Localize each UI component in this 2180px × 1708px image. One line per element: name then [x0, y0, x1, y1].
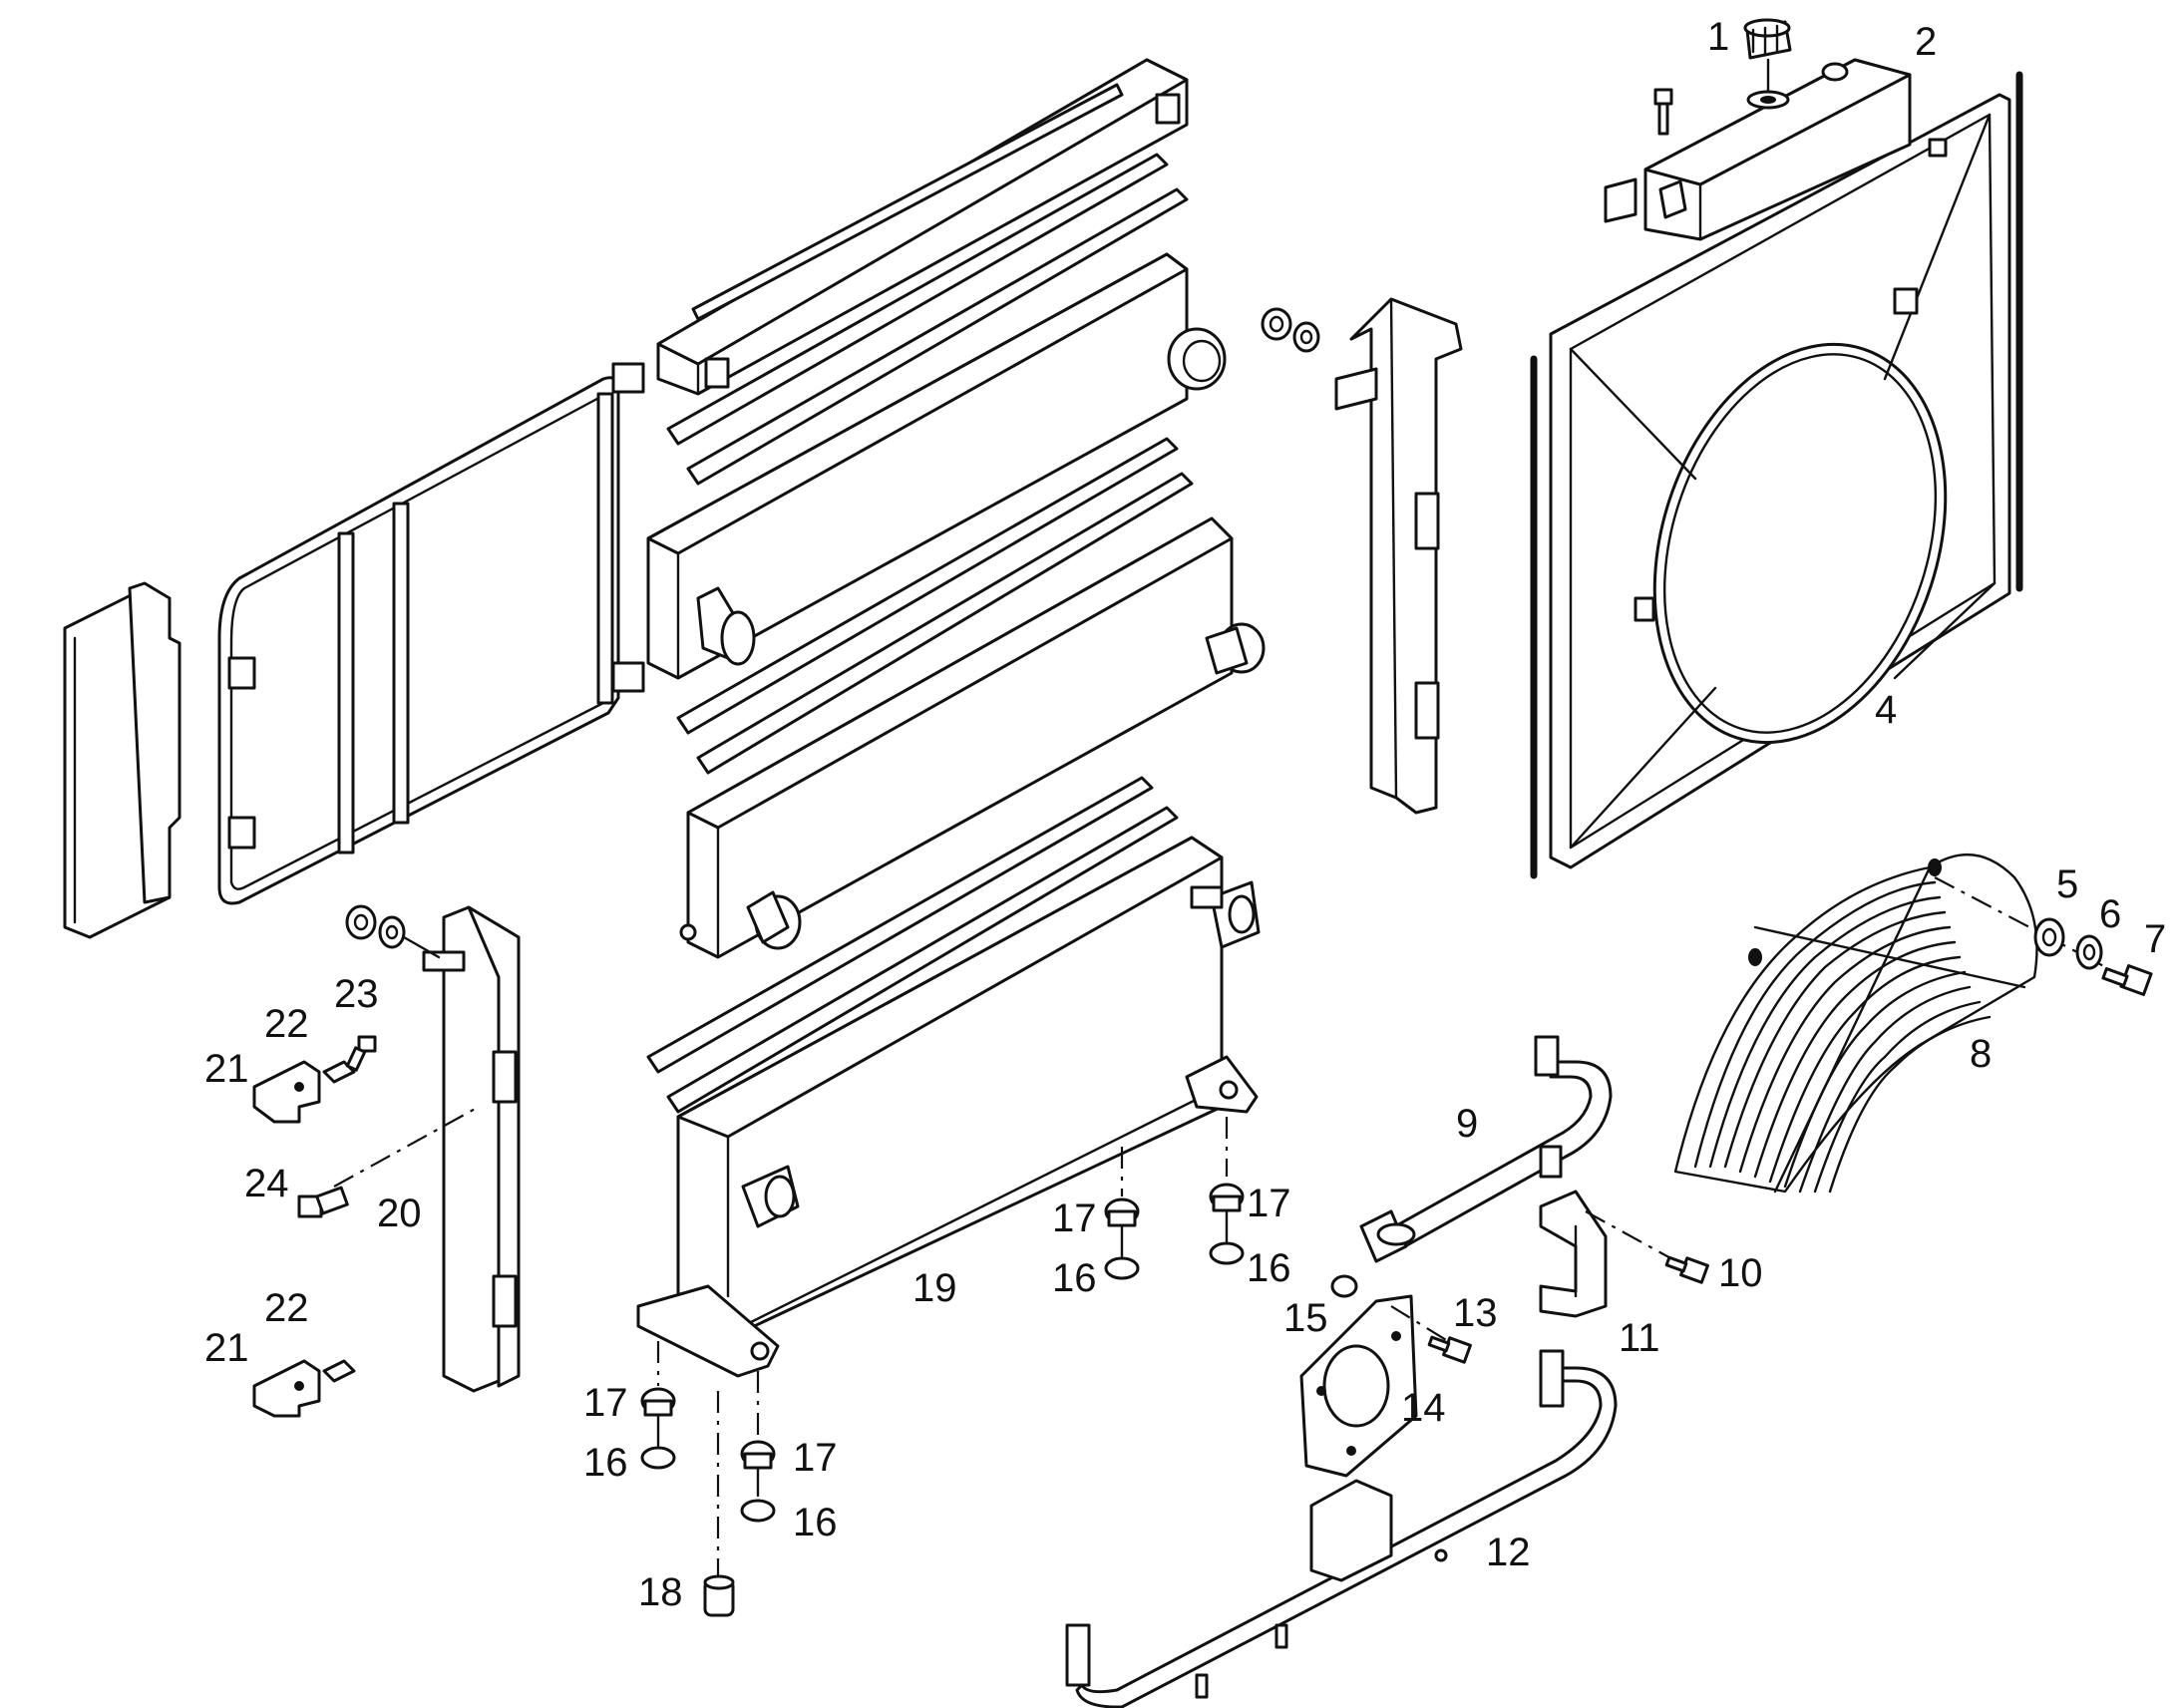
radiator-cap [1743, 18, 1792, 110]
clip-21-lower [252, 1359, 321, 1418]
bolt-10 [1585, 1210, 1709, 1284]
callout-16-lower: 16 [793, 1501, 838, 1544]
guard-frame [217, 362, 645, 905]
bolt-13 [1390, 1305, 1472, 1364]
callout-22-lower: 22 [264, 1286, 309, 1330]
callout-20: 20 [377, 1192, 422, 1235]
callout-22-upper: 22 [264, 1002, 309, 1046]
pipe-bracket-upper [1359, 1035, 1613, 1263]
callout-16-left: 16 [583, 1441, 628, 1485]
pipe-bracket-lower [1065, 1349, 1618, 1708]
side-cover-panel [63, 581, 182, 939]
top-rail [656, 58, 1189, 396]
cooler-middle [679, 516, 1266, 959]
bolt-24 [297, 1106, 480, 1218]
support-bracket-left [422, 905, 521, 1393]
callout-21-upper: 21 [204, 1047, 249, 1091]
washers-bracket-right [1261, 307, 1320, 353]
isolator-set-d [740, 1440, 776, 1523]
callout-2: 2 [1915, 20, 1937, 64]
callout-8: 8 [1970, 1032, 1992, 1076]
bolt-23 [345, 1035, 377, 1072]
flange-plate [1299, 1294, 1418, 1478]
fan-guard [1673, 853, 2038, 1194]
tank-bolt [1653, 88, 1673, 136]
callout-13: 13 [1453, 1291, 1498, 1335]
callout-16-right: 16 [1247, 1246, 1291, 1290]
main-radiator [636, 836, 1261, 1378]
drain-plug [703, 1574, 735, 1617]
fasteners-5-6-7 [1934, 876, 2153, 996]
support-bracket-right [1334, 297, 1463, 815]
callout-24: 24 [244, 1162, 289, 1205]
callout-11: 11 [1619, 1316, 1660, 1360]
isolator-set-c [640, 1387, 676, 1470]
callout-17-lower: 17 [793, 1436, 838, 1480]
nut-15 [1330, 1274, 1358, 1298]
callout-17-left: 17 [583, 1381, 628, 1425]
washers-bracket-left [345, 904, 441, 959]
seal-strips [646, 153, 1194, 1114]
callout-1: 1 [1707, 15, 1729, 59]
callout-5: 5 [2056, 862, 2078, 906]
callout-18: 18 [638, 1570, 683, 1614]
callout-10: 10 [1718, 1251, 1763, 1295]
callout-17-mid: 17 [1052, 1196, 1097, 1240]
callout-15: 15 [1283, 1296, 1328, 1340]
expansion-tank [1604, 58, 1912, 241]
callout-7: 7 [2144, 917, 2166, 961]
clip-21-upper [252, 1060, 321, 1124]
callout-17-right: 17 [1247, 1182, 1291, 1225]
fan-shroud [1530, 71, 2023, 879]
callout-6: 6 [2099, 892, 2121, 936]
callout-23: 23 [334, 972, 379, 1016]
callout-19: 19 [912, 1266, 957, 1310]
pin-22-lower [322, 1359, 356, 1383]
callout-9: 9 [1456, 1102, 1478, 1146]
callout-12: 12 [1486, 1531, 1531, 1574]
callout-labels: 1 2 4 5 6 7 8 9 10 11 12 13 14 15 16 16 … [204, 15, 2166, 1614]
isolator-set-b [1209, 1183, 1245, 1265]
callout-16-mid: 16 [1052, 1256, 1097, 1300]
callout-4: 4 [1875, 688, 1897, 732]
cooler-upper [646, 252, 1227, 680]
clip-bracket [1539, 1190, 1608, 1318]
isolator-set-a [1104, 1197, 1140, 1280]
callout-14: 14 [1401, 1386, 1446, 1430]
callout-21-lower: 21 [204, 1326, 249, 1370]
